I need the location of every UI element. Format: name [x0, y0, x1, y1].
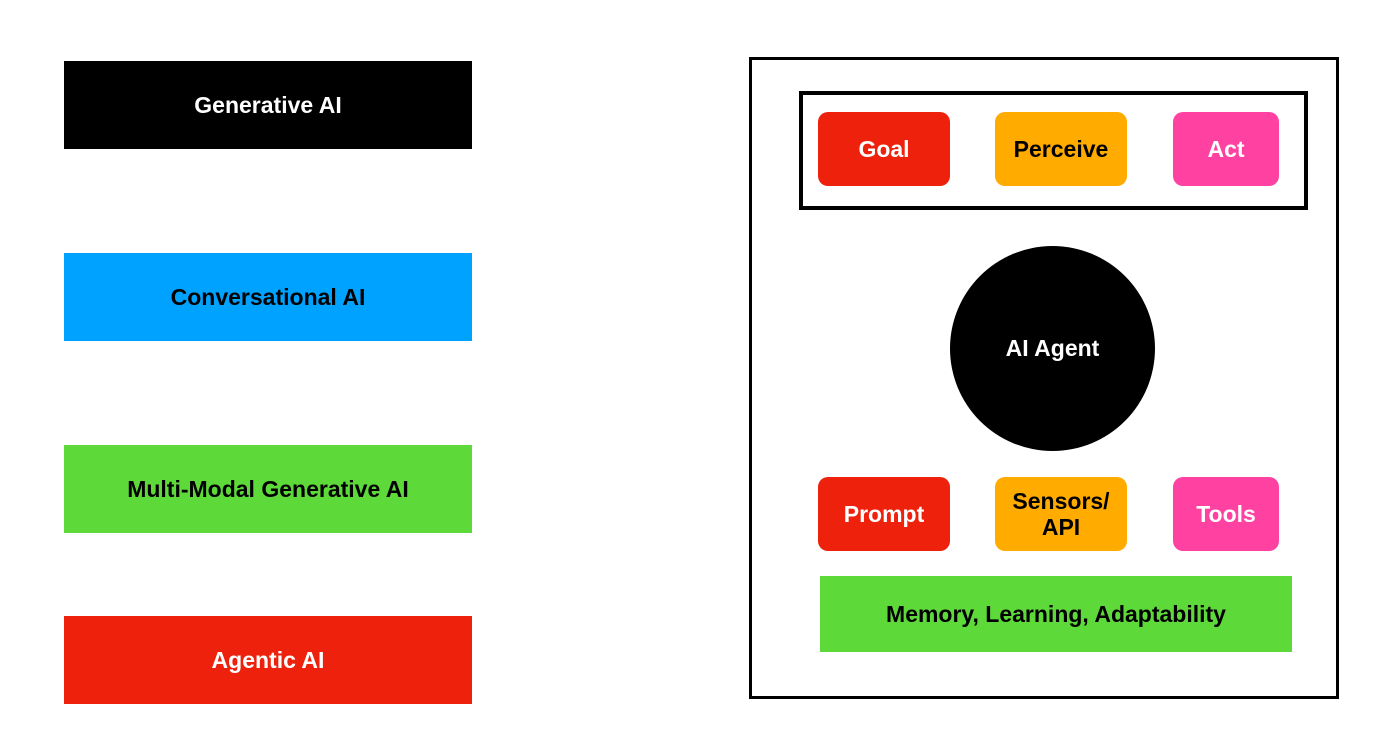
tools-box: Tools — [1173, 477, 1279, 551]
prompt-box: Prompt — [818, 477, 950, 551]
multimodal-generative-ai-box: Multi-Modal Generative AI — [64, 445, 472, 533]
sensors-api-box: Sensors/ API — [995, 477, 1127, 551]
top-row-frame — [799, 91, 1308, 210]
agentic-ai-box: Agentic AI — [64, 616, 472, 704]
perceive-box: Perceive — [995, 112, 1127, 186]
ai-agent-circle: AI Agent — [950, 246, 1155, 451]
generative-ai-box: Generative AI — [64, 61, 472, 149]
agent-diagram-frame — [749, 57, 1339, 699]
act-box: Act — [1173, 112, 1279, 186]
conversational-ai-box: Conversational AI — [64, 253, 472, 341]
memory-learning-adaptability-box: Memory, Learning, Adaptability — [820, 576, 1292, 652]
goal-box: Goal — [818, 112, 950, 186]
